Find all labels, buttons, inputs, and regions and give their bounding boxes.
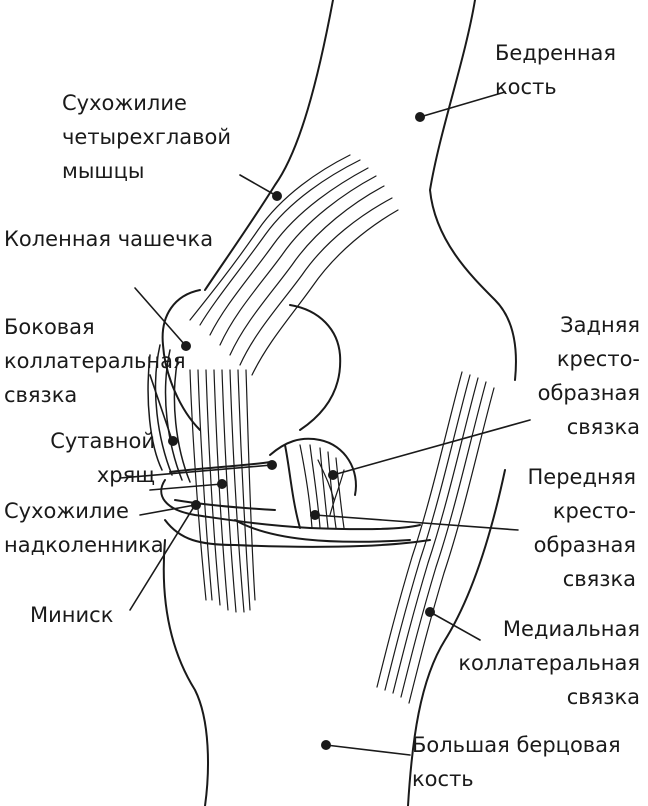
leader-meniscus	[129, 504, 196, 611]
leader-femur	[419, 91, 506, 118]
label-patella: Коленная чашечка	[4, 222, 213, 256]
dot-patellar-tendon	[217, 479, 227, 489]
label-medial-collateral: Медиальная коллатеральная связка	[430, 612, 640, 714]
medial-collateral-ligament	[376, 371, 495, 704]
label-line: мышцы	[62, 159, 145, 183]
dot-femur	[415, 112, 425, 122]
dot-tibia	[321, 740, 331, 750]
label-meniscus: Миниск	[30, 598, 113, 632]
label-line: надколенника	[4, 533, 164, 557]
dot-quadriceps	[272, 191, 282, 201]
leader-medial-collateral	[429, 611, 481, 641]
label-line: Коленная чашечка	[4, 227, 214, 251]
meniscus-outline	[160, 437, 421, 543]
label-line: Сутавной	[50, 429, 155, 453]
label-femur: Бедренная кость	[495, 36, 616, 104]
dot-meniscus	[191, 500, 201, 510]
leader-patellar-tendon	[139, 504, 196, 516]
label-line: Бедренная	[495, 41, 617, 65]
label-lateral-collateral: Боковая коллатеральная связка	[4, 310, 186, 412]
femur-outline	[204, 0, 517, 381]
dot-lateral-collateral	[168, 436, 178, 446]
patella-outline	[161, 289, 342, 431]
dot-cartilage	[267, 460, 277, 470]
label-line: связка	[566, 685, 640, 709]
leader-cartilage-2	[149, 483, 223, 491]
leader-quadriceps	[239, 174, 276, 196]
dot-anterior-cruciate	[310, 510, 320, 520]
dot-patella	[181, 341, 191, 351]
patellar-tendon-fibres	[189, 369, 256, 613]
label-patellar-tendon: Сухожилие надколенника	[4, 494, 164, 562]
dot-posterior-cruciate	[328, 470, 338, 480]
label-line: хрящ	[96, 463, 155, 487]
label-cartilage: Сутавной хрящ	[20, 424, 155, 492]
tibia-outline	[162, 469, 506, 806]
label-line: Задняя	[560, 313, 640, 337]
leader-tibia	[325, 744, 411, 756]
label-line: четырехглавой	[62, 125, 232, 149]
label-line: образная	[537, 381, 640, 405]
label-line: кресто-	[556, 347, 640, 371]
quadriceps-tendon-fibres	[189, 154, 399, 376]
label-posterior-cruciate: Задняя кресто- образная связка	[450, 308, 640, 444]
label-line: Медиальная	[502, 617, 640, 641]
label-line: коллатеральная	[458, 651, 640, 675]
label-line: коллатеральная	[4, 349, 186, 373]
leader-dots	[168, 112, 435, 750]
label-line: связка	[562, 567, 636, 591]
leader-posterior-cruciate	[332, 419, 531, 476]
label-tibia: Большая берцовая кость	[412, 728, 621, 796]
label-line: Передняя	[527, 465, 636, 489]
label-line: связка	[566, 415, 640, 439]
label-line: кресто-	[552, 499, 636, 523]
label-line: кость	[495, 75, 557, 99]
label-line: связка	[4, 383, 78, 407]
label-line: кость	[412, 767, 474, 791]
leader-patella	[134, 287, 186, 346]
label-line: Миниск	[30, 603, 114, 627]
cruciate-ligaments	[299, 444, 345, 529]
leader-cartilage-1	[119, 464, 273, 479]
leader-lateral-collateral	[149, 374, 173, 441]
label-line: Большая берцовая	[412, 733, 621, 757]
leader-lines	[119, 91, 531, 756]
leader-anterior-cruciate	[314, 514, 519, 531]
label-anterior-cruciate: Передняя кресто- образная связка	[440, 460, 636, 596]
label-line: Сухожилие	[62, 91, 187, 115]
label-line: Сухожилие	[4, 499, 129, 523]
label-line: Боковая	[4, 315, 95, 339]
label-line: образная	[533, 533, 636, 557]
dot-medial-collateral	[425, 607, 435, 617]
label-quadriceps-tendon: Сухожилие четырехглавой мышцы	[62, 86, 231, 188]
